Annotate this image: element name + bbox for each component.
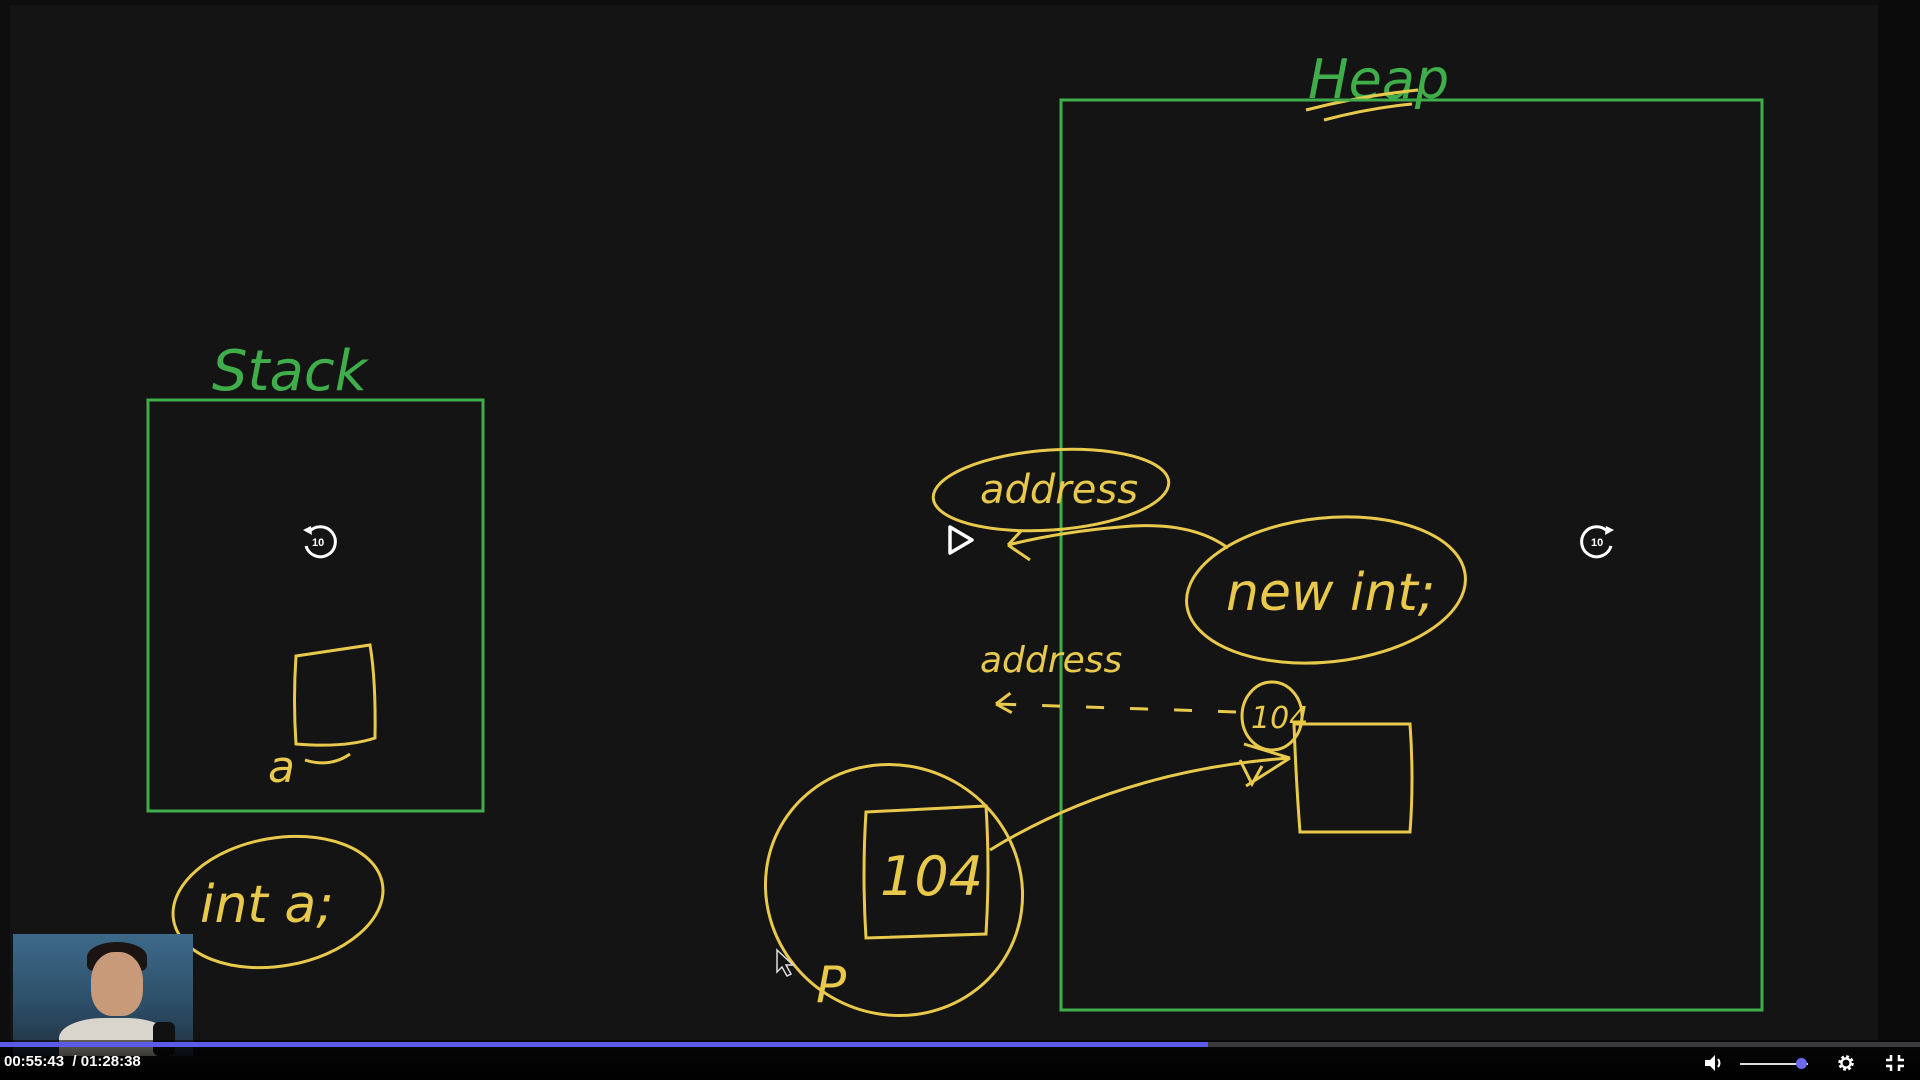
exit-fullscreen-button[interactable] (1883, 1052, 1907, 1074)
volume-icon (1705, 1055, 1721, 1071)
volume-slider[interactable] (1740, 1063, 1808, 1065)
address-bottom-text: address (980, 640, 1122, 681)
rewind-seconds: 10 (312, 537, 324, 549)
rewind-10-button[interactable]: 10 (297, 518, 341, 562)
forward-10-icon: 10 (1580, 525, 1614, 559)
play-icon (948, 525, 974, 555)
heap-box (1059, 98, 1764, 1012)
address-top-text: address (980, 467, 1138, 513)
volume-button[interactable] (1702, 1052, 1726, 1074)
gear-icon (1838, 1055, 1854, 1071)
stack-box (146, 398, 485, 813)
int-a-text: int a; (200, 875, 334, 935)
pointer-arrow (989, 742, 1291, 852)
new-int-text: new int; (1226, 563, 1435, 623)
int-a-bubble (171, 834, 385, 970)
total-time: / 01:28:38 (72, 1053, 141, 1070)
instructor-webcam (13, 934, 193, 1056)
address-bubble (931, 447, 1171, 533)
stack-label: Stack (212, 339, 370, 404)
heap-int-cell (1292, 722, 1414, 834)
pointer-bubble (763, 762, 1025, 1018)
return-arrow (1006, 524, 1229, 562)
variable-a-cell (293, 643, 377, 747)
heap-address-value: 104 (1251, 701, 1308, 736)
settings-button[interactable] (1834, 1052, 1858, 1074)
rewind-10-icon: 10 (303, 525, 337, 559)
forward-10-button[interactable]: 10 (1576, 518, 1620, 562)
seek-bar-progress (0, 1042, 1208, 1047)
whiteboard-canvas (10, 5, 1878, 1041)
current-time: 00:55:43 (4, 1053, 65, 1070)
pointer-cell (862, 804, 990, 940)
heap-address-circle (1240, 680, 1304, 752)
volume-slider-knob[interactable] (1796, 1058, 1808, 1069)
address-dashed-arrow (995, 690, 1237, 716)
mouse-cursor-icon (776, 948, 795, 977)
new-int-bubble (1185, 515, 1467, 665)
seek-bar[interactable] (0, 1042, 1920, 1047)
pointer-value: 104 (880, 845, 983, 908)
time-display: 00:55:43 / 01:28:38 (4, 1053, 141, 1070)
heap-label: Heap (1308, 48, 1449, 111)
play-button[interactable] (938, 518, 982, 562)
variable-a-label: a (268, 742, 295, 793)
heap-label-underline (1305, 88, 1419, 122)
forward-seconds: 10 (1591, 537, 1603, 549)
letterbox-bar (1878, 0, 1920, 1040)
variable-a-connector (304, 752, 351, 765)
exit-fullscreen-icon (1886, 1055, 1904, 1071)
pointer-name: P (816, 956, 847, 1014)
